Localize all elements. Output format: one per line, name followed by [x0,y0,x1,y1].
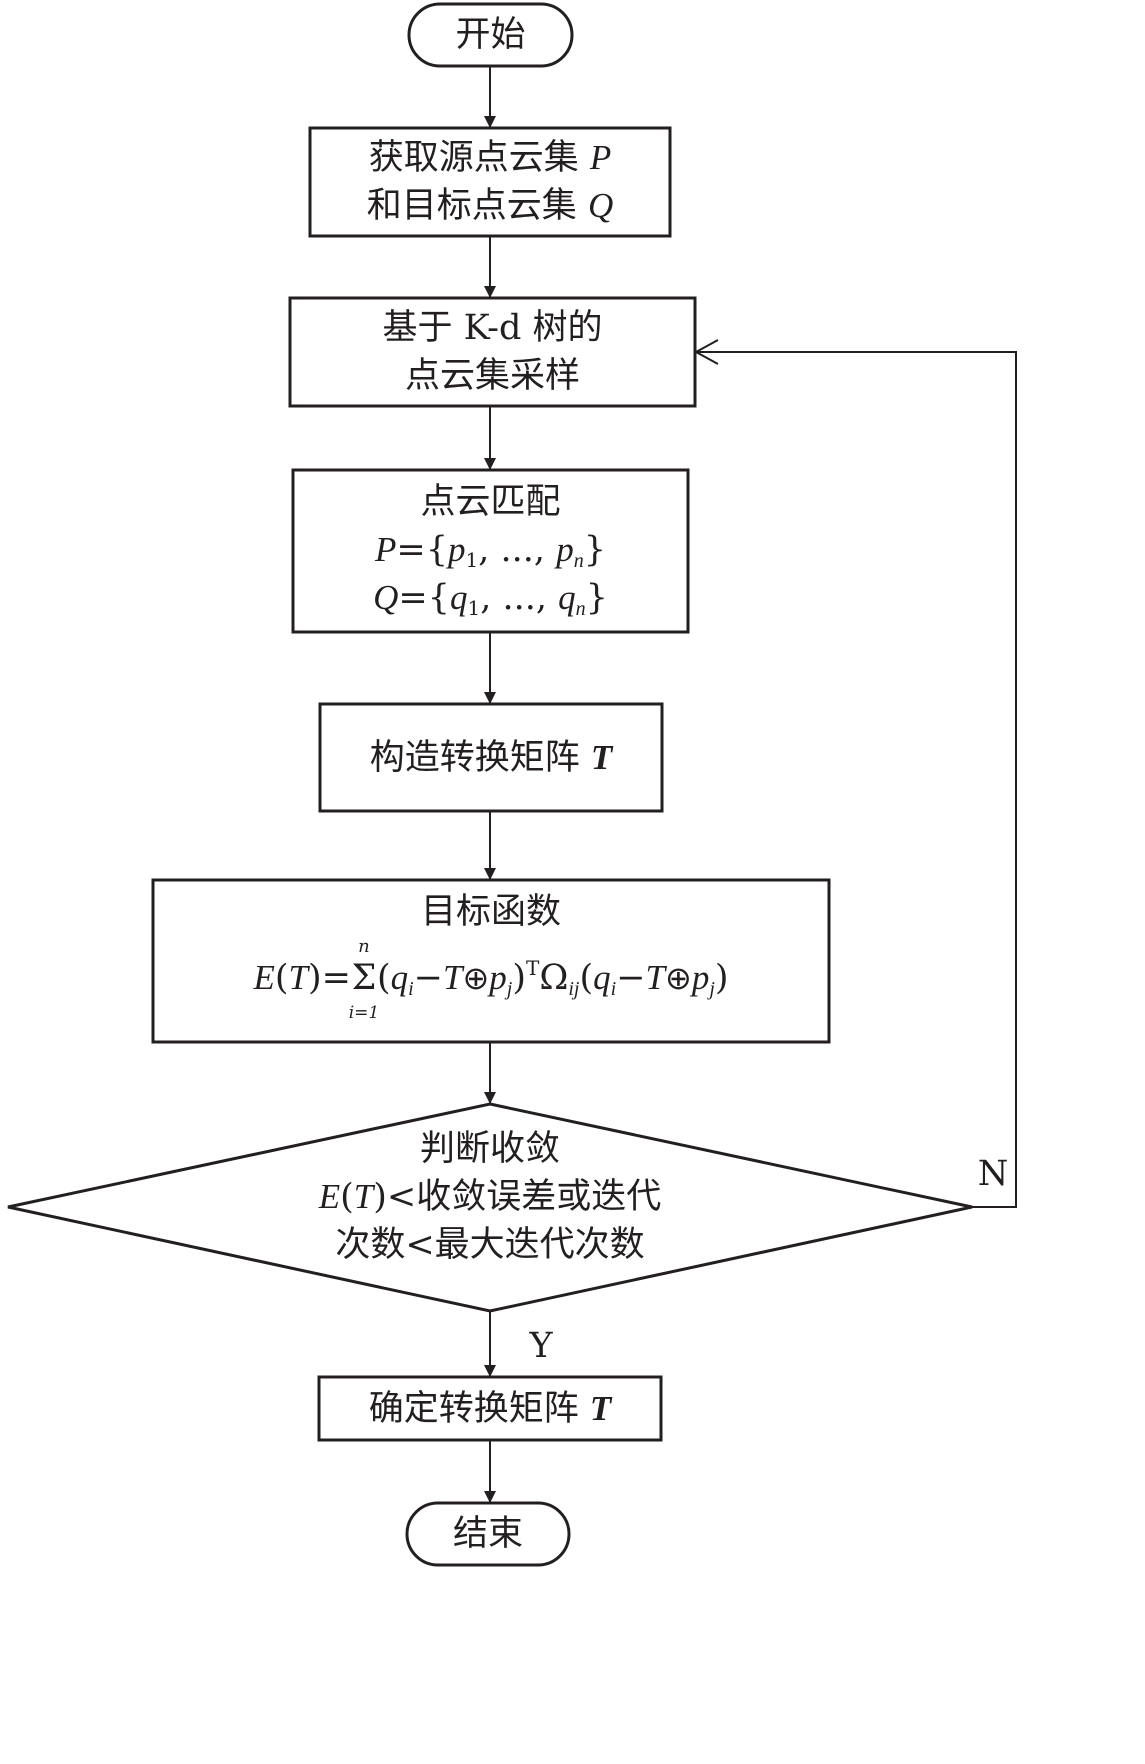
set-p-formula: P={p1, ..., pn} [375,530,606,572]
start-label: 开始 [455,15,526,55]
loop-back-no-path [696,351,1017,1208]
determine-transform-label: 确定转换矩阵 T [368,1389,612,1429]
acquire-pointclouds-label: 获取源点云集 P 和目标点云集 Q [366,138,614,226]
branch-yes-label: Y [529,1326,553,1366]
kd-tree-sampling-label: 基于 K-d 树的 点云集采样 [382,308,603,396]
flowchart-canvas [7,2,1017,1567]
acquire-pointclouds-box [308,126,672,238]
kd-tree-sampling-box [288,296,697,408]
end-terminal [405,1501,571,1567]
branch-no-label: N [977,1154,1009,1194]
point-cloud-matching-label: 点云匹配 P={p1, ..., pn} Q={q1, ..., qn} [293,478,688,622]
construct-transform-label: 构造转换矩阵 T [369,738,613,778]
determine-transform-box [317,1375,663,1442]
loop-back-open-arrowhead [693,339,719,365]
point-cloud-matching-box [291,468,690,634]
end-label: 结束 [452,1514,523,1554]
set-q-formula: Q={q1, ..., qn} [373,578,608,620]
convergence-decision-label: 判断收敛 E(T)<收敛误差或迭代 次数<最大迭代次数 [318,1129,662,1265]
